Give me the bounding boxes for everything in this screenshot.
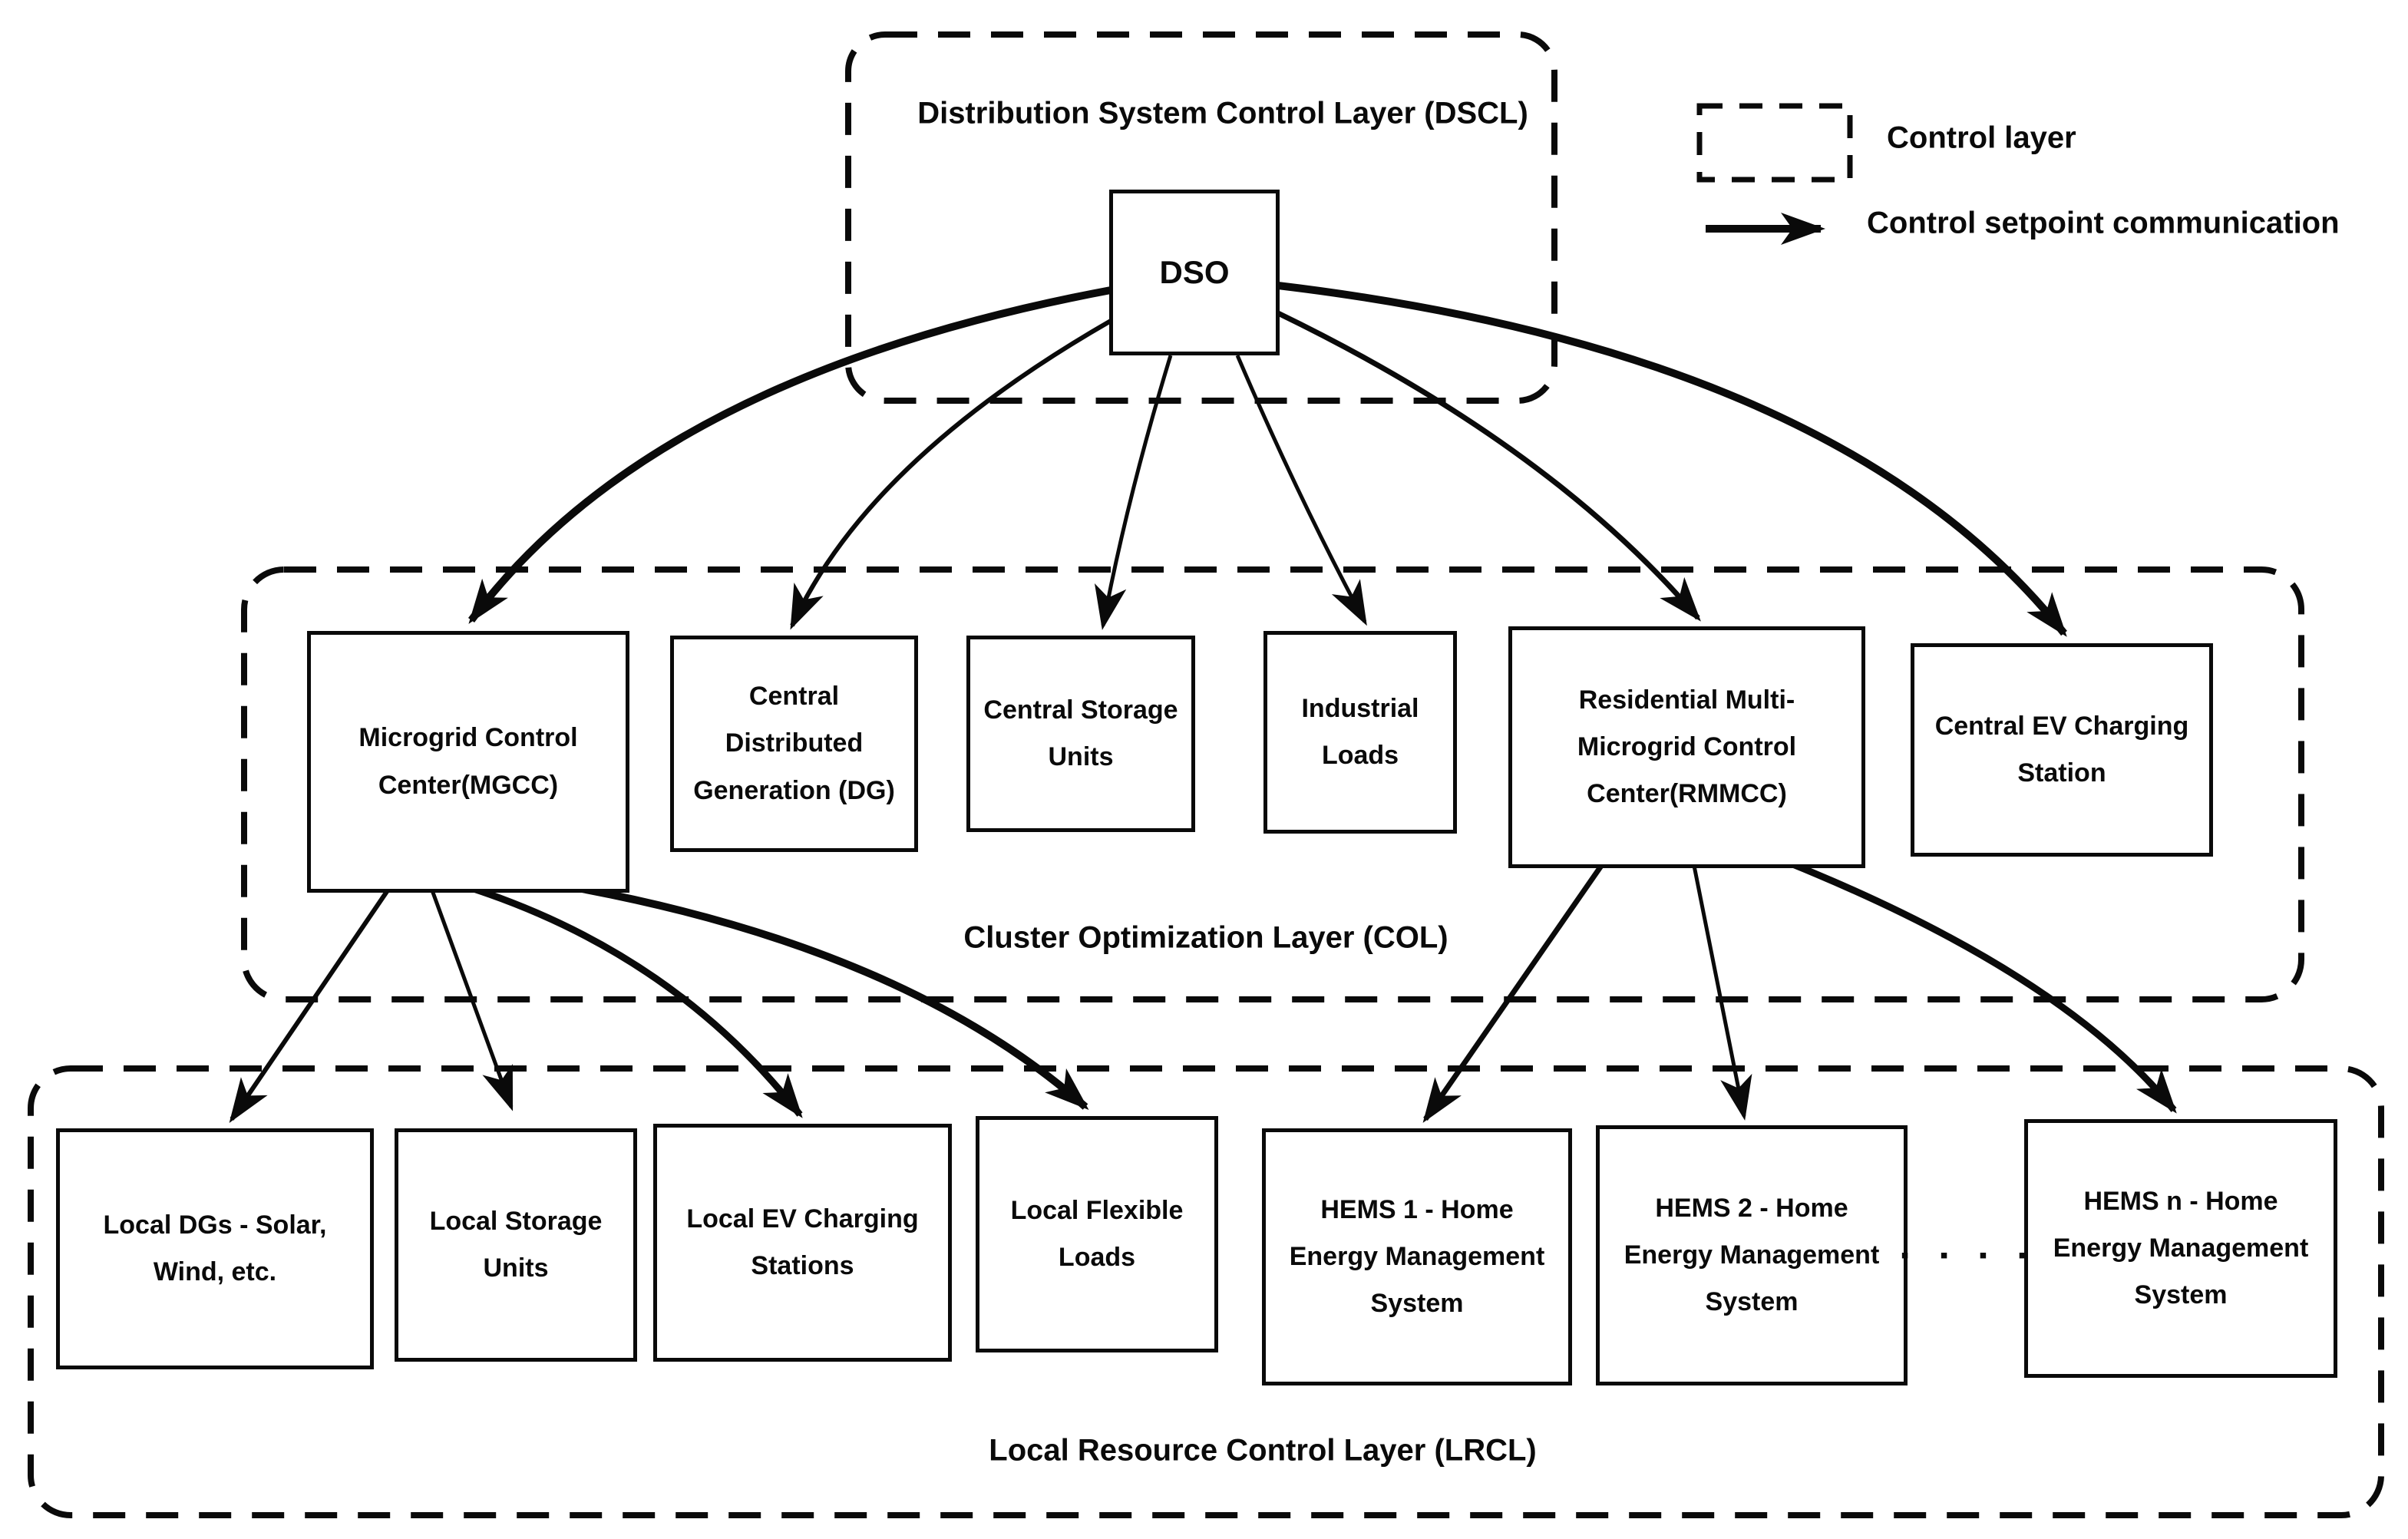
- edge-dso-rmmcc: [1277, 310, 1701, 622]
- edge-dso-central-storage: [1094, 355, 1173, 630]
- node-central-ev: Central EV Charging Station: [1911, 643, 2213, 857]
- edge-mgcc-local-flexible: [569, 883, 1089, 1110]
- col-layer-title: Cluster Optimization Layer (COL): [963, 920, 1448, 955]
- node-rmmcc: Residential Multi- Microgrid Control Cen…: [1508, 626, 1865, 868]
- lrcl-layer-border: [28, 1065, 2384, 1518]
- node-hems-n: HEMS n - Home Energy Management System: [2024, 1119, 2337, 1378]
- edge-dso-industrial: [1235, 355, 1367, 626]
- col-layer-border: [241, 566, 2304, 1002]
- edge-mgcc-local-ev: [472, 885, 803, 1118]
- legend-setpoint-label: Control setpoint communication: [1867, 206, 2340, 240]
- node-local-ev: Local EV Charging Stations: [653, 1124, 952, 1362]
- node-hems-2: HEMS 2 - Home Energy Management System: [1596, 1125, 1908, 1385]
- lrcl-layer-title: Local Resource Control Layer (LRCL): [989, 1433, 1537, 1468]
- edge-rmmcc-hemsn: [1789, 860, 2177, 1114]
- node-mgcc: Microgrid Control Center(MGCC): [307, 631, 629, 893]
- edge-rmmcc-hems1: [1422, 864, 1604, 1123]
- legend-control-layer-label: Control layer: [1887, 121, 2076, 155]
- dscl-layer-title: Distribution System Control Layer (DSCL): [917, 96, 1528, 130]
- legend-control-layer-symbol: [1696, 103, 1853, 183]
- dscl-layer-border: [845, 31, 1557, 404]
- edge-dso-mgcc: [467, 286, 1112, 624]
- edge-mgcc-local-dgs: [229, 889, 390, 1123]
- edge-mgcc-local-storage: [430, 890, 514, 1111]
- edge-dso-central-ev: [1277, 282, 2067, 637]
- node-dso: DSO: [1109, 190, 1280, 355]
- node-local-flexible: Local Flexible Loads: [976, 1116, 1218, 1352]
- node-central-storage: Central Storage Units: [966, 636, 1195, 832]
- edge-dso-central-dg: [790, 319, 1112, 630]
- node-hems-1: HEMS 1 - Home Energy Management System: [1262, 1128, 1572, 1385]
- node-central-dg: Central Distributed Generation (DG): [670, 636, 918, 852]
- hems-ellipsis: ▪ ▪ ▪ ▪: [1901, 1243, 2039, 1268]
- edge-rmmcc-hems2: [1692, 865, 1752, 1121]
- node-local-storage: Local Storage Units: [395, 1128, 637, 1362]
- node-local-dgs: Local DGs - Solar, Wind, etc.: [56, 1128, 374, 1369]
- node-industrial-loads: Industrial Loads: [1263, 631, 1457, 834]
